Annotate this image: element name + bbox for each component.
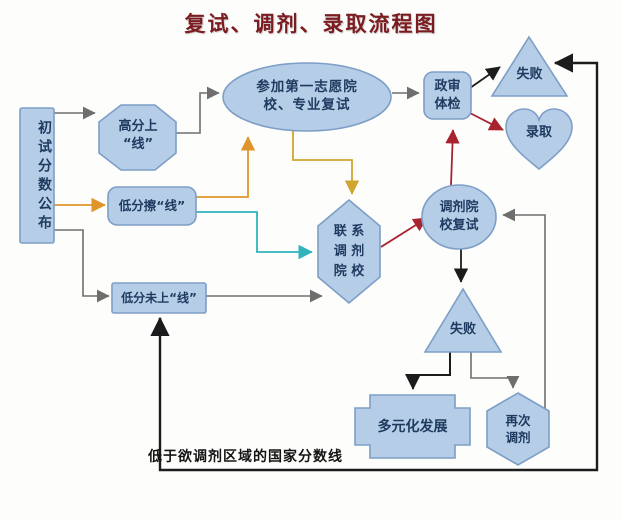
node-fail-top-label: 失败 — [516, 67, 543, 82]
edge-again-to-adjustretest — [502, 208, 546, 425]
node-adjust-school-retest-label: 调剂院 校复试 — [422, 199, 496, 234]
node-contact-adjust-school-shape — [317, 198, 381, 305]
node-political-review-shape — [423, 71, 472, 120]
node-low-below-line-shape — [111, 282, 207, 314]
edge-graze-to-contact — [196, 211, 313, 260]
line2: “线” — [122, 136, 154, 152]
node-adjust-again-label: 再次 调剂 — [487, 413, 549, 447]
line1: 再次 — [505, 413, 531, 428]
node-political-review-label: 政审 体检 — [424, 78, 471, 113]
node-low-graze-line-shape — [107, 186, 197, 226]
line2: 校、专业复试 — [263, 97, 351, 114]
line2: 调 剂 — [333, 244, 365, 260]
node-initial-scores-shape — [19, 107, 55, 244]
line1: 调剂院 — [439, 200, 479, 215]
line2: 体检 — [434, 96, 461, 112]
edge-initial-to-below — [53, 229, 110, 303]
edge-review-to-failtop — [469, 66, 501, 89]
node-admitted-heart-shape — [505, 108, 573, 171]
line3: 院 校 — [333, 264, 365, 280]
edge-adjustretest-to-review — [445, 129, 460, 186]
node-fail-top-shape — [490, 35, 569, 97]
node-low-graze-line-label: 低分擦“线” — [118, 198, 186, 213]
line2: 校复试 — [439, 217, 479, 233]
node-high-above-line-label: 高分上 “线” — [99, 118, 177, 153]
node-fail-mid-shape — [423, 287, 503, 353]
edge-firstchoice-to-contact — [292, 131, 360, 195]
edge-failmid-to-diversified — [405, 352, 451, 390]
edge-below-loop-to-failtop — [158, 53, 599, 472]
edge-high-to-firstchoice — [176, 86, 220, 134]
node-admitted-label: 录取 — [525, 125, 552, 140]
node-diversified-label: 多元化发展 — [377, 419, 448, 435]
node-adjust-school-retest-shape — [421, 184, 497, 250]
node-diversified-shape — [354, 394, 471, 459]
node-initial-scores-label: 初试分数公布 — [36, 120, 52, 234]
node-contact-adjust-school-label: 联 系 调 剂 院 校 — [318, 222, 380, 282]
line1: 高分上 — [118, 119, 158, 134]
node-first-choice-retest-shape — [222, 62, 392, 132]
page-title: 复试、调剂、录取流程图 — [184, 12, 438, 36]
node-adjust-again-shape — [486, 392, 550, 466]
edge-review-to-admitted — [467, 111, 504, 131]
edge-graze-to-firstchoice — [196, 136, 256, 198]
edge-failmid-to-again — [470, 352, 520, 389]
line1: 政审 — [434, 79, 461, 94]
line2: 调剂 — [505, 429, 531, 445]
node-fail-mid-label: 失败 — [449, 322, 476, 337]
line1: 参加第一志愿院 — [256, 79, 358, 95]
line1: 联 系 — [333, 224, 365, 239]
below-national-line-note: 低于欲调剂区域的国家分数线 — [148, 449, 343, 465]
node-high-above-line-shape — [98, 104, 177, 171]
edge-contact-to-adjustretest — [380, 217, 428, 248]
node-low-below-line-label: 低分未上“线” — [121, 291, 197, 305]
node-first-choice-retest-label: 参加第一志愿院 校、专业复试 — [230, 78, 384, 114]
